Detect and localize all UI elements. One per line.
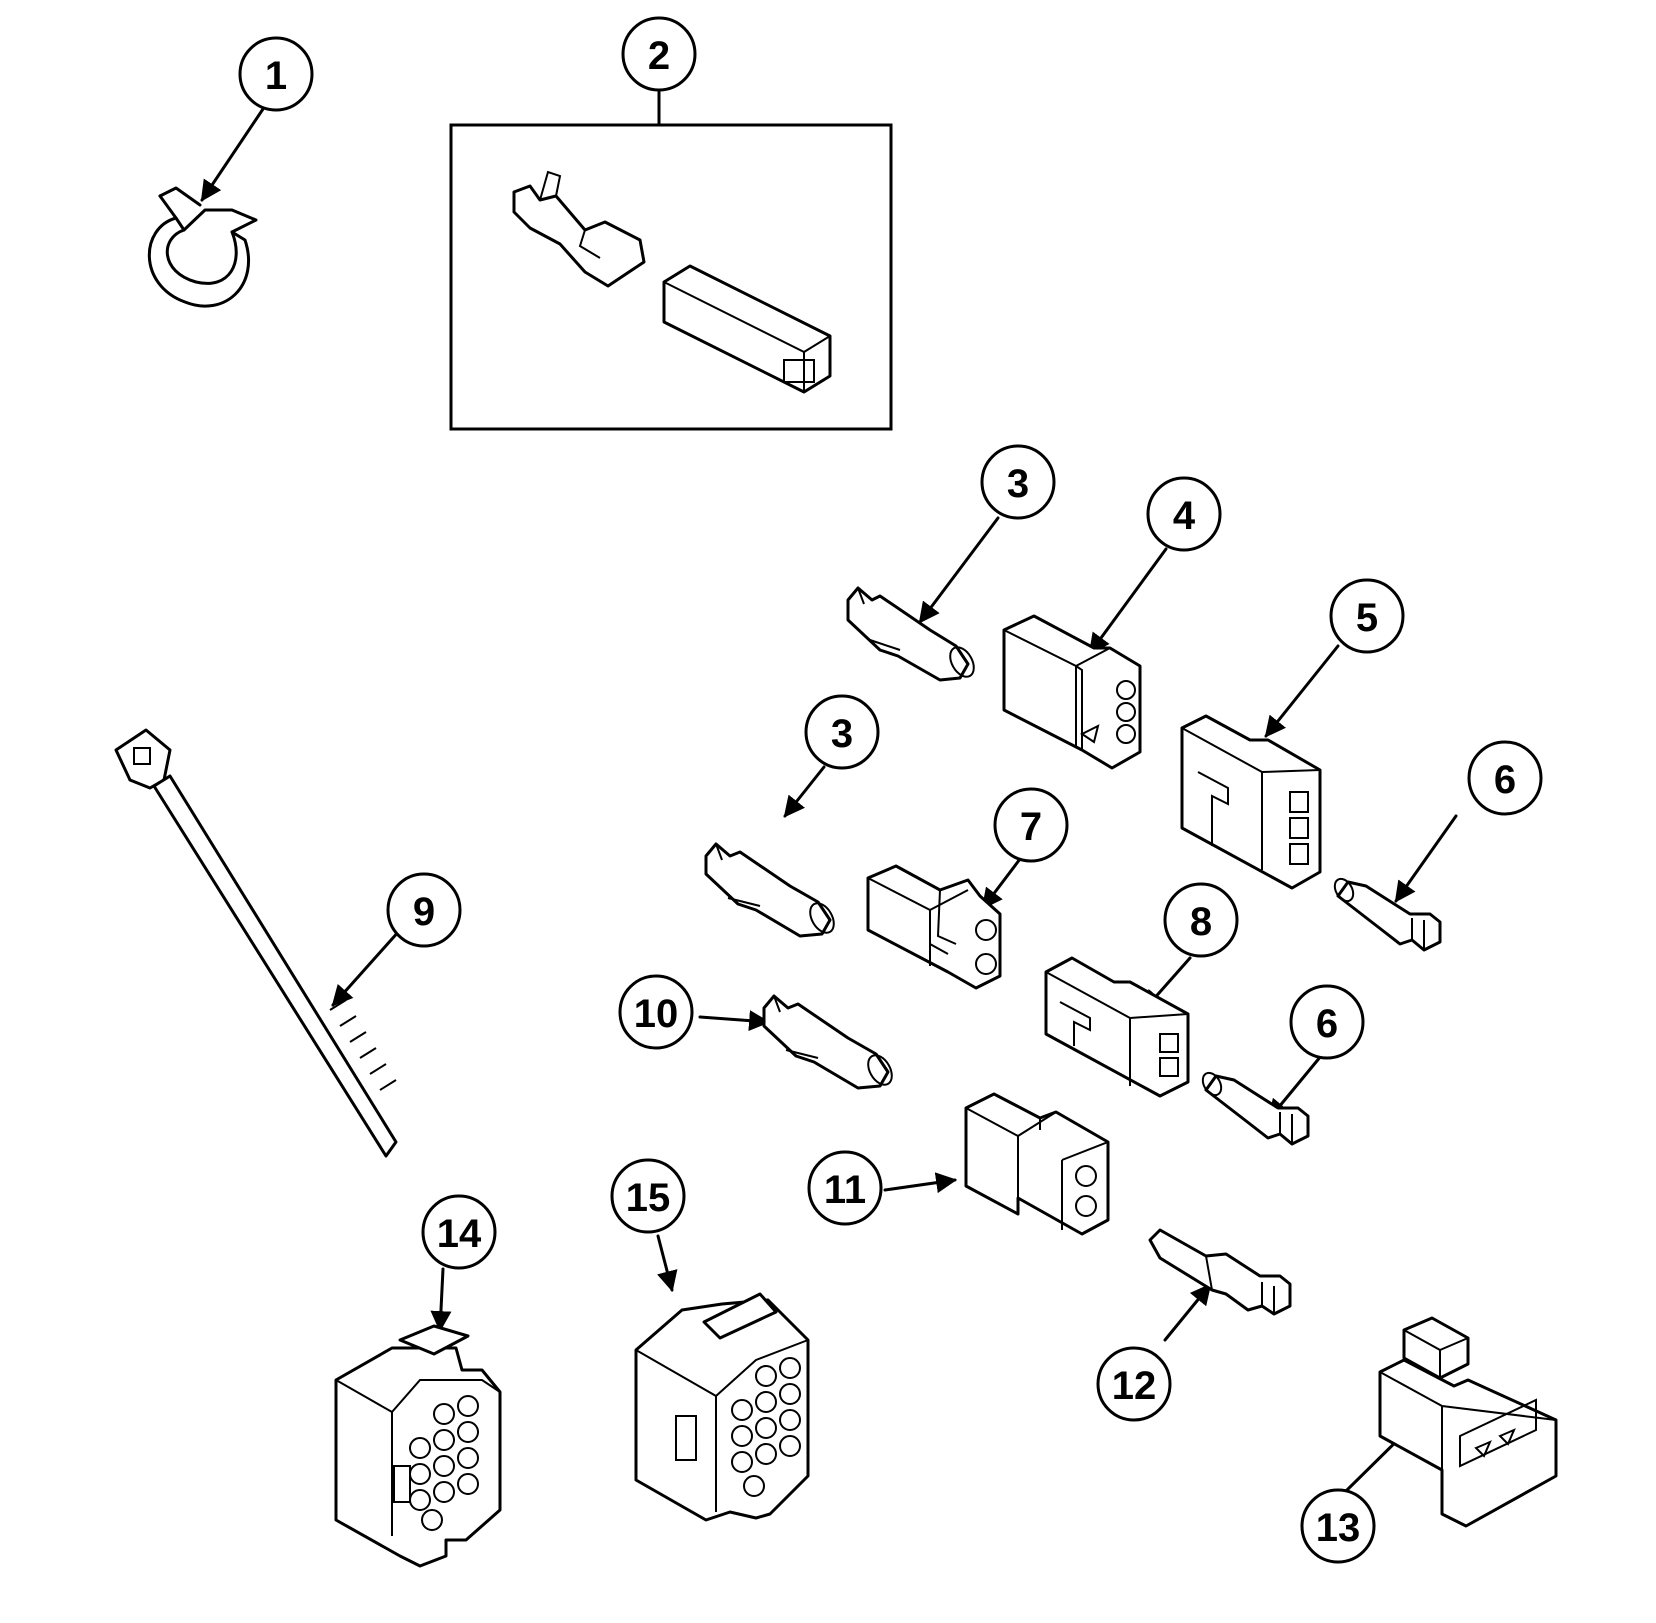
clamp-part bbox=[147, 186, 258, 308]
callout-label: 3 bbox=[1007, 462, 1029, 506]
callout-13: 13 bbox=[1300, 1488, 1376, 1564]
kit-frame bbox=[449, 123, 893, 431]
callout-1: 1 bbox=[238, 36, 314, 112]
callout-15: 15 bbox=[610, 1158, 686, 1234]
leader-11 bbox=[883, 1172, 958, 1194]
leader-3b bbox=[783, 765, 826, 818]
callout-label: 13 bbox=[1316, 1506, 1361, 1550]
two-way-housing-part-11 bbox=[964, 1092, 1110, 1236]
terminal-socket-part-12 bbox=[1148, 1228, 1292, 1316]
callout-2: 2 bbox=[621, 16, 697, 92]
leader-1 bbox=[200, 107, 265, 202]
leader-lines bbox=[200, 89, 1458, 1494]
callout-8: 8 bbox=[1163, 882, 1239, 958]
callout-label: 11 bbox=[824, 1168, 866, 1212]
terminal-socket-part-a bbox=[1333, 877, 1442, 952]
callout-14: 14 bbox=[421, 1194, 497, 1270]
leader-9 bbox=[331, 928, 402, 1007]
terminal-pin-part-a bbox=[846, 586, 975, 682]
cable-tie-part bbox=[114, 728, 398, 1158]
callout-10: 10 bbox=[618, 974, 694, 1050]
connector-housing-part-13 bbox=[1378, 1316, 1558, 1528]
callout-6: 6 bbox=[1289, 984, 1365, 1060]
leader-4 bbox=[1088, 547, 1168, 655]
leader-14 bbox=[430, 1267, 452, 1333]
callout-4: 4 bbox=[1146, 476, 1222, 552]
callout-label: 3 bbox=[831, 712, 853, 756]
callout-9: 9 bbox=[386, 872, 462, 948]
callout-5: 5 bbox=[1329, 578, 1405, 654]
leader-3a bbox=[918, 516, 1000, 624]
callout-6: 6 bbox=[1467, 740, 1543, 816]
callout-11: 11 bbox=[807, 1150, 883, 1226]
callout-label: 6 bbox=[1316, 1002, 1338, 1046]
two-way-housing-part-8 bbox=[1044, 956, 1190, 1098]
leader-7 bbox=[981, 853, 1025, 910]
leader-12 bbox=[1163, 1283, 1212, 1342]
twelve-way-housing-part-14 bbox=[334, 1324, 502, 1568]
callout-label: 5 bbox=[1356, 596, 1378, 640]
cavity-grid-15 bbox=[731, 1357, 801, 1497]
callout-label: 12 bbox=[1112, 1364, 1157, 1408]
callout-label: 4 bbox=[1173, 494, 1196, 538]
callout-label: 1 bbox=[265, 54, 287, 98]
leader-5 bbox=[1264, 644, 1340, 738]
callout-label: 8 bbox=[1190, 900, 1212, 944]
terminal-pin-part-10 bbox=[762, 994, 893, 1090]
terminal-socket-part-b bbox=[1201, 1071, 1310, 1146]
leader-10 bbox=[698, 1010, 771, 1032]
callout-12: 12 bbox=[1096, 1346, 1172, 1422]
terminal-pin-part-b bbox=[704, 842, 835, 938]
callout-label: 7 bbox=[1020, 805, 1042, 849]
three-way-housing-part-5 bbox=[1180, 714, 1322, 890]
twelve-way-housing-part-15 bbox=[634, 1292, 810, 1522]
leader-6a bbox=[1394, 814, 1458, 903]
callout-label: 15 bbox=[626, 1176, 671, 1220]
callout-3: 3 bbox=[980, 444, 1056, 520]
callout-label: 9 bbox=[413, 890, 435, 934]
leader-15 bbox=[656, 1234, 678, 1293]
callout-3: 3 bbox=[804, 694, 880, 770]
callout-label: 14 bbox=[437, 1212, 482, 1256]
callout-label: 6 bbox=[1494, 758, 1516, 802]
terminal-kit-part bbox=[449, 123, 893, 431]
three-way-housing-part-4 bbox=[1002, 614, 1142, 770]
callout-bubbles: 1 2 3 3 4 5 6 6 7 8 9 10 11 12 13 14 15 bbox=[238, 16, 1543, 1564]
two-way-housing-part-7 bbox=[866, 864, 1002, 990]
callout-label: 2 bbox=[648, 34, 670, 78]
callout-label: 10 bbox=[634, 992, 679, 1036]
callout-7: 7 bbox=[993, 787, 1069, 863]
